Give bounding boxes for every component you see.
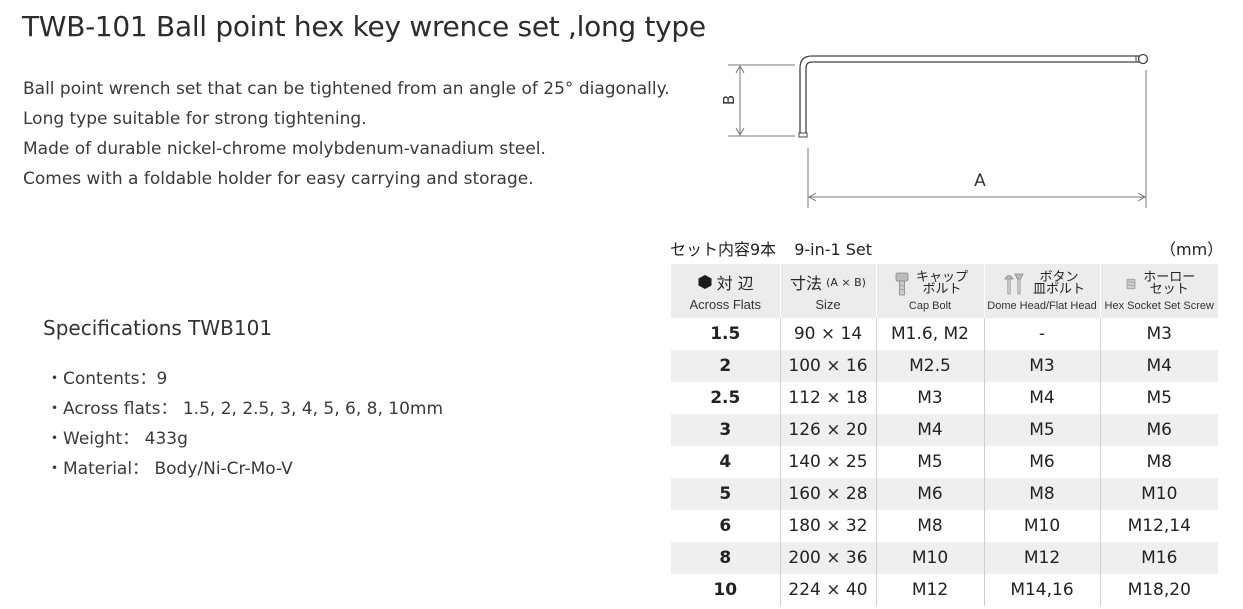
header-across-flats: 対 辺 Across Flats [671,264,781,318]
hex-key-dimension-diagram: B A [720,53,1149,208]
cell-across-flats: 1.5 [671,318,781,350]
header-size: 寸法 (A × B) Size [780,264,877,318]
set-screw-icon [1126,278,1136,289]
cell-across-flats: 3 [671,414,781,446]
cell-set-screw: M12,14 [1127,516,1191,536]
cell-set-screw: M8 [1146,452,1172,472]
cell-dome-flat-head: M3 [984,350,1101,382]
cell-dome-flat-head: M5 [984,414,1101,446]
dimension-b-label: B [720,95,738,105]
dimension-a-arrow-left [807,192,817,202]
dimension-b-arrow-bottom [735,127,745,137]
cell-across-flats: 5 [671,478,781,510]
unit-label: （mm） [1160,240,1224,259]
spec-item: ・Contents：9 [46,369,168,389]
product-description: Ball point wrench set that can be tighte… [23,74,670,194]
dimension-a-arrow-right [1137,192,1147,202]
cell-size: 90 × 14 [780,318,877,350]
spec-item: ・Weight： 433g [46,429,188,449]
cell-set-screw: M18,20 [1127,580,1191,600]
cell-set-screw: M6 [1100,414,1218,446]
dimension-b-arrow-top [735,64,745,74]
specifications-title: Specifications TWB101 [43,316,273,340]
cell-across-flats: 2 [671,350,781,382]
cell-size: 126 × 20 [780,414,877,446]
description-line: Long type suitable for strong tightening… [23,109,367,129]
cell-set-screw: M16 [1100,542,1218,574]
header-cap-bolt: キャップ ボルト Cap Bolt [876,264,985,318]
table-header-row: 対 辺 Across Flats 寸法 (A × B) Size [671,264,1218,318]
cell-cap-bolt: M3 [876,382,985,414]
page-title: TWB-101 Ball point hex key wrence set ,l… [22,10,706,43]
cell-cap-bolt: M1.6, M2 [876,318,985,350]
cell-across-flats: 8 [671,542,781,574]
spec-item: ・Material： Body/Ni-Cr-Mo-V [46,459,293,479]
cell-dome-flat-head: M8 [984,478,1101,510]
cell-across-flats: 6 [671,510,781,542]
cell-set-screw: M10 [1100,478,1218,510]
set-contents-table: 対 辺 Across Flats 寸法 (A × B) Size [671,264,1218,606]
cell-size: 160 × 28 [780,478,877,510]
cell-cap-bolt: M5 [876,446,985,478]
spec-item: ・Across flats： 1.5, 2, 2.5, 3, 4, 5, 6, … [46,399,444,419]
hex-key-short-end [798,132,808,138]
cell-size: 224 × 40 [780,574,877,606]
cell-dome-flat-head: M12 [984,542,1101,574]
cell-set-screw: M5 [1146,388,1172,408]
cell-cap-bolt: M2.5 [876,350,985,382]
description-line: Made of durable nickel-chrome molybdenum… [23,139,546,159]
cell-set-screw: M4 [1100,350,1218,382]
cell-size: 200 × 36 [780,542,877,574]
set-label-jp: セット内容9本 [670,240,777,259]
cell-cap-bolt: M10 [876,542,985,574]
cap-bolt-icon [895,272,909,295]
header-set-screw: ホーロー セット Hex Socket Set Screw [1100,264,1218,318]
cell-across-flats: 10 [671,574,781,606]
cell-across-flats: 2.5 [671,382,781,414]
cell-dome-flat-head: M14,16 [984,574,1101,606]
cell-across-flats: 4 [671,446,781,478]
description-line: Comes with a foldable holder for easy ca… [23,169,534,189]
header-dome-flat-head: ボタン 皿ボルト Dome Head/Flat Head [984,264,1101,318]
specifications-list: ・Contents：9 ・Across flats： 1.5, 2, 2.5, … [46,364,443,484]
cell-size: 100 × 16 [780,350,877,382]
dimension-a-label: A [974,171,986,191]
dome-flat-bolt-icon [1004,273,1024,294]
cell-cap-bolt: M6 [876,478,985,510]
hex-key-wrench [799,55,1141,137]
hexagon-icon [698,275,712,289]
set-label-en: 9-in-1 Set [794,240,873,259]
cell-dome-flat-head: M6 [984,446,1101,478]
cell-cap-bolt: M4 [876,414,985,446]
cell-size: 112 × 18 [780,382,877,414]
cell-dome-flat-head: M10 [984,510,1101,542]
cell-size: 180 × 32 [780,510,877,542]
cell-cap-bolt: M8 [876,510,985,542]
hex-key-ball-end [1137,53,1149,65]
cell-size: 140 × 25 [780,446,877,478]
cell-cap-bolt: M12 [876,574,985,606]
cell-set-screw: M3 [1146,324,1172,344]
cell-dome-flat-head: - [984,318,1101,350]
description-line: Ball point wrench set that can be tighte… [23,79,670,99]
cell-dome-flat-head: M4 [984,382,1101,414]
set-contents-label: セット内容9本 9-in-1 Set [670,236,890,260]
